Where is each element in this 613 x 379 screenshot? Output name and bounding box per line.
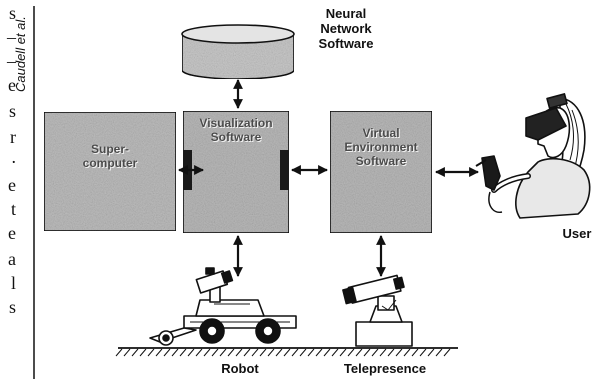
visualization-port-right	[280, 150, 289, 190]
neural-network-label: Neural Network Software	[318, 6, 374, 51]
margin-letter: t	[10, 199, 16, 219]
margin-letter: e	[8, 175, 16, 195]
margin-letter: e	[8, 75, 16, 95]
margin-letter: s	[8, 101, 16, 121]
telepresence-label: Telepresence	[343, 361, 427, 376]
margin-letter: .	[11, 147, 17, 167]
margin-letter: r	[10, 127, 16, 147]
robot-label: Robot	[221, 361, 259, 376]
visualization-label: Visualization Software	[199, 116, 273, 144]
ground-line	[115, 347, 458, 357]
margin-letter: –	[7, 51, 16, 71]
robot-icon	[149, 267, 297, 346]
margin-letter: a	[8, 249, 16, 269]
margin-letter: –	[7, 27, 16, 47]
telepresence-camera-icon	[342, 274, 413, 347]
margin-letter: s	[8, 297, 16, 317]
margin-letter: e	[8, 223, 16, 243]
virtual-environment-box	[329, 110, 433, 234]
margin-letter: l	[10, 273, 16, 293]
margin-letter: s	[8, 3, 16, 23]
user-label: User	[562, 226, 592, 241]
virtual-environment-label: Virtual Environment Software	[344, 126, 418, 168]
user-hmd-icon	[475, 93, 591, 219]
supercomputer-box	[43, 111, 177, 232]
database-cylinder-icon	[181, 24, 295, 80]
supercomputer-label: Super- computer	[82, 142, 138, 170]
